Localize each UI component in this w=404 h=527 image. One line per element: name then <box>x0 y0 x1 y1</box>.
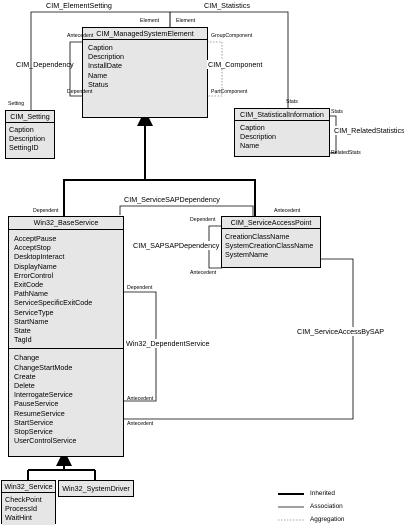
class-name: Win32_SystemDriver <box>59 481 133 496</box>
property: ErrorControl <box>14 270 54 280</box>
property: ProcessId <box>5 504 37 514</box>
property: CheckPoint <box>5 495 42 504</box>
property: Caption <box>240 123 265 132</box>
class-properties: Caption Description InstallDate Name Sta… <box>83 40 207 92</box>
property: TagId <box>14 335 32 345</box>
class-cim-managed-system-element[interactable]: CIM_ManagedSystemElement Caption Descrip… <box>82 27 208 118</box>
class-name: CIM_StatisticalInformation <box>235 109 329 121</box>
property: Name <box>88 70 108 80</box>
property: Name <box>240 141 260 151</box>
property: Caption <box>9 125 34 134</box>
class-cim-service-access-point[interactable]: CIM_ServiceAccessPoint CreationClassName… <box>221 216 321 268</box>
property: AcceptPause <box>14 234 57 243</box>
role-dependent-base: Dependent <box>33 208 59 214</box>
relation-sap-sap-dependency: CIM_SAPSAPDependency <box>132 241 221 250</box>
class-name: Win32_Service <box>2 481 55 493</box>
property: SystemCreationClassName <box>225 241 314 251</box>
method: StartService <box>14 417 54 427</box>
class-properties: Caption Description Name <box>235 121 329 153</box>
property: WaitHint <box>5 513 32 523</box>
class-cim-setting[interactable]: CIM_Setting Caption Description SettingI… <box>5 110 55 159</box>
property: InstallDate <box>88 61 122 71</box>
role-dependent-sap: Dependent <box>190 217 216 223</box>
role-stats-related: Stats <box>331 109 343 115</box>
property: AcceptStop <box>14 243 51 253</box>
relation-service-sap-dependency: CIM_ServiceSAPDependency <box>124 195 220 204</box>
method: Create <box>14 371 36 381</box>
method: Change <box>14 353 40 363</box>
class-win32-service[interactable]: Win32_Service CheckPoint ProcessId WaitH… <box>1 480 56 525</box>
property: SettingID <box>9 143 39 153</box>
property: State <box>14 326 31 336</box>
relation-related-statistics: CIM_RelatedStatistics <box>333 126 404 135</box>
dependency-loop <box>69 41 84 97</box>
class-name: CIM_ManagedSystemElement <box>83 28 207 40</box>
property: PathName <box>14 289 48 299</box>
property: ExitCode <box>14 280 44 290</box>
method: ChangeStartMode <box>14 362 73 372</box>
role-dependent-managed: Dependent <box>67 89 93 95</box>
property: ServiceType <box>14 307 54 317</box>
role-antecedent-sap: Antecedent <box>274 208 301 214</box>
role-element-1: Element <box>140 18 160 24</box>
relation-element-setting: CIM_ElementSetting <box>44 1 114 10</box>
property: Caption <box>88 43 113 52</box>
property: StartName <box>14 316 49 326</box>
class-cim-statistical-information[interactable]: CIM_StatisticalInformation Caption Descr… <box>234 108 330 157</box>
class-methods: Change ChangeStartMode Create Delete Int… <box>9 348 123 448</box>
class-properties: AcceptPause AcceptStop DesktopInteract D… <box>9 230 123 349</box>
role-antecedent-sap-loop: Antecedent <box>190 270 217 276</box>
method: StopService <box>14 427 53 437</box>
class-properties: CreationClassName SystemCreationClassNam… <box>222 229 320 262</box>
relation-statistics: CIM_Statistics <box>202 1 252 10</box>
role-element-2: Element <box>176 18 196 24</box>
property: Description <box>88 52 124 62</box>
service-sap-dependency-line <box>119 205 254 217</box>
legend-inherited: Inherited <box>310 490 335 497</box>
legend-association: Association <box>310 503 343 510</box>
class-win32-base-service[interactable]: Win32_BaseService AcceptPause AcceptStop… <box>8 216 124 457</box>
inheritance-branches <box>63 179 256 216</box>
method: ResumeService <box>14 408 65 418</box>
property: ServiceSpecificExitCode <box>14 298 93 308</box>
role-antecedent-access: Antecedent <box>127 421 154 427</box>
role-setting: Setting <box>8 101 25 107</box>
role-related-stats: RelatedStats <box>331 150 361 156</box>
legend-aggregation: Aggregation <box>310 516 345 523</box>
relation-dependent-service: Win32_DependentService <box>125 339 211 348</box>
component-loop <box>207 41 223 97</box>
method: Delete <box>14 381 35 391</box>
service-access-by-sap-line <box>124 258 354 420</box>
property: Description <box>240 132 276 142</box>
class-name: CIM_Setting <box>6 111 54 123</box>
property: CreationClassName <box>225 232 290 241</box>
class-name: CIM_ServiceAccessPoint <box>222 217 320 229</box>
property: Description <box>9 134 45 144</box>
role-part-component: PartComponent <box>211 89 248 95</box>
statistics-line <box>169 11 289 108</box>
role-antecedent-managed: Antecedent <box>67 33 94 39</box>
role-stats: Stats <box>286 99 298 105</box>
property: Status <box>88 79 109 89</box>
property: DesktopInteract <box>14 252 65 262</box>
method: UserControlService <box>14 436 77 446</box>
relation-component: CIM_Component <box>207 60 264 69</box>
method: InterrogateService <box>14 390 73 400</box>
role-group-component: GroupComponent <box>211 33 253 39</box>
property: SystemName <box>225 250 269 260</box>
class-properties: CheckPoint ProcessId WaitHint <box>2 493 55 525</box>
relation-service-access-by-sap: CIM_ServiceAccessBySAP <box>296 327 386 336</box>
method: PauseService <box>14 399 59 409</box>
class-properties: Caption Description SettingID <box>6 123 54 155</box>
class-win32-system-driver[interactable]: Win32_SystemDriver <box>58 480 134 497</box>
role-antecedent-service: Antecedent <box>127 396 154 402</box>
class-name: Win32_BaseService <box>9 217 123 230</box>
relation-dependency: CIM_Dependency <box>16 60 74 69</box>
role-dependent-service: Dependent <box>127 285 153 291</box>
property: DisplayName <box>14 261 57 271</box>
